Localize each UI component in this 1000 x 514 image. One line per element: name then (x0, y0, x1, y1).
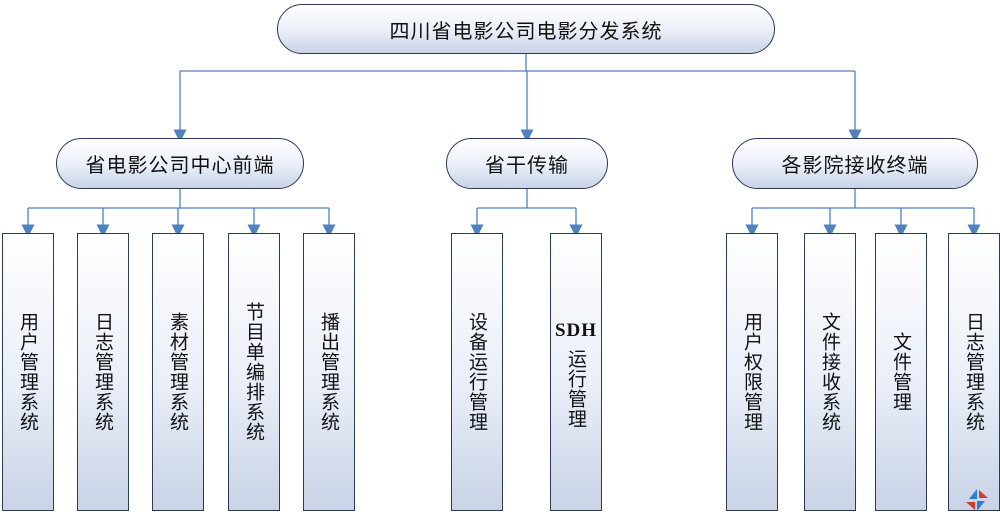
leaf-label: 素材管理系统 (167, 312, 189, 432)
group-node-center-frontend: 省电影公司中心前端 (56, 138, 304, 189)
leaf-node: 文件接收系统 (804, 233, 856, 511)
leaf-node: 用户权限管理 (726, 233, 778, 511)
root-node: 四川省电影公司电影分发系统 (277, 4, 775, 54)
leaf-label: 文件接收系统 (819, 312, 841, 432)
leaf-label: 节目单编排系统 (243, 302, 265, 442)
watermark-logo-icon (966, 489, 988, 511)
leaf-node: 播出管理系统 (303, 233, 355, 511)
leaf-label: 用户管理系统 (17, 312, 39, 432)
group-label: 各影院接收终端 (781, 153, 929, 177)
leaf-node: SDH 运行管理 (550, 233, 602, 511)
leaf-node: 日志管理系统 (77, 233, 129, 511)
group-label: 省干传输 (485, 153, 569, 177)
leaf-label: SDH 运行管理 (555, 315, 597, 429)
leaf-label: 文件管理 (890, 332, 912, 412)
group-label: 省电影公司中心前端 (85, 153, 275, 177)
leaf-label: 设备运行管理 (466, 312, 488, 432)
leaf-label-latin: SDH (554, 320, 598, 341)
leaf-label: 日志管理系统 (92, 312, 114, 432)
leaf-node: 日志管理系统 (948, 233, 1000, 511)
leaf-label-rest: 运行管理 (565, 349, 587, 429)
leaf-node: 设备运行管理 (451, 233, 503, 511)
leaf-label: 日志管理系统 (963, 312, 985, 432)
group-node-cinema-terminals: 各影院接收终端 (732, 138, 978, 189)
leaf-node: 节目单编排系统 (228, 233, 280, 511)
leaf-node: 用户管理系统 (2, 233, 54, 511)
leaf-label: 用户权限管理 (741, 312, 763, 432)
root-label: 四川省电影公司电影分发系统 (389, 18, 663, 43)
group-node-trunk-transmission: 省干传输 (446, 138, 608, 189)
leaf-node: 文件管理 (875, 233, 927, 511)
leaf-label: 播出管理系统 (318, 312, 340, 432)
leaf-node: 素材管理系统 (152, 233, 204, 511)
